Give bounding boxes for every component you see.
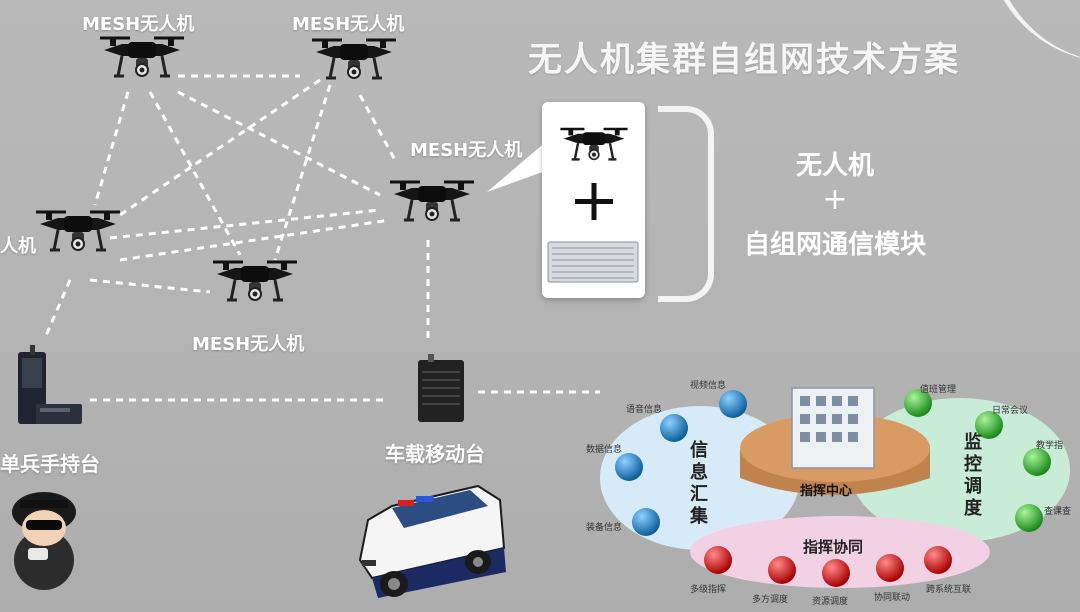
- vehicle-radio-icon: [418, 354, 464, 422]
- drone-label: MESH无人机: [82, 14, 195, 35]
- node-label: 值班管理: [920, 385, 957, 395]
- police-car-icon: [358, 484, 506, 598]
- drone-label: MESH无人机: [192, 334, 305, 355]
- node-duty-management: [904, 389, 932, 417]
- callout-tail: [487, 140, 548, 192]
- drone-label: MESH无人机: [292, 14, 405, 35]
- node-label: 资源调度: [812, 597, 849, 607]
- vehicle-label: 车载移动台: [385, 442, 485, 466]
- node-label: 多级指挥: [690, 585, 727, 595]
- module-plus: +: [822, 182, 848, 217]
- section-info-gathering: 信息汇集: [687, 440, 708, 528]
- module-card: [542, 102, 645, 298]
- node-label: 多方调度: [752, 595, 789, 605]
- node-cross-system-interconnect: [924, 546, 952, 574]
- section-monitoring: 监控调度: [961, 432, 982, 520]
- section-command-coordination: 指挥协同: [803, 538, 864, 556]
- node-label: 协同联动: [874, 593, 911, 603]
- node-collaborative-linkage: [876, 554, 904, 582]
- node-teaching-guidance: [1023, 448, 1051, 476]
- drone-icon: [34, 210, 122, 252]
- drone-icon: [559, 127, 629, 161]
- bracket-decoration: [658, 106, 714, 302]
- node-label: 装备信息: [586, 523, 623, 533]
- module-line2: 自组网通信模块: [743, 230, 926, 260]
- drone-label: 人机: [0, 236, 36, 257]
- page-title: 无人机集群自组网技术方案: [528, 40, 960, 80]
- node-label: 数据信息: [586, 445, 623, 455]
- node-equipment-info: [632, 508, 660, 536]
- node-label: 跨系统互联: [926, 585, 972, 595]
- drone-icon: [388, 180, 476, 222]
- node-label: 语音信息: [626, 405, 663, 415]
- drone-icon: [98, 36, 186, 78]
- command-center-diagram: [600, 387, 1070, 588]
- drone-label: MESH无人机: [410, 140, 523, 161]
- node-data-info: [615, 453, 643, 481]
- drone-icon: [211, 260, 299, 302]
- node-label: 查课查: [1044, 507, 1072, 517]
- plus-icon: [575, 183, 613, 220]
- handheld-radio-icon: [18, 345, 82, 424]
- mesh-links: [43, 74, 600, 402]
- node-video-info: [719, 390, 747, 418]
- command-center-label: 指挥中心: [800, 484, 853, 499]
- node-label: 视频信息: [690, 381, 727, 391]
- node-multi-level-command: [704, 546, 732, 574]
- police-officer-icon: [12, 492, 76, 590]
- node-resource-dispatch: [822, 559, 850, 587]
- module-line1: 无人机: [795, 151, 874, 181]
- node-label: 教学指: [1036, 441, 1064, 451]
- node-daily-meeting: [975, 411, 1003, 439]
- node-label: 日常会议: [992, 406, 1029, 416]
- node-class-inspection: [1015, 504, 1043, 532]
- handheld-label: 单兵手持台: [0, 452, 100, 476]
- mesh-module-icon: [547, 241, 639, 283]
- node-voice-info: [660, 414, 688, 442]
- node-multi-party-dispatch: [768, 556, 796, 584]
- drone-icon: [310, 38, 398, 80]
